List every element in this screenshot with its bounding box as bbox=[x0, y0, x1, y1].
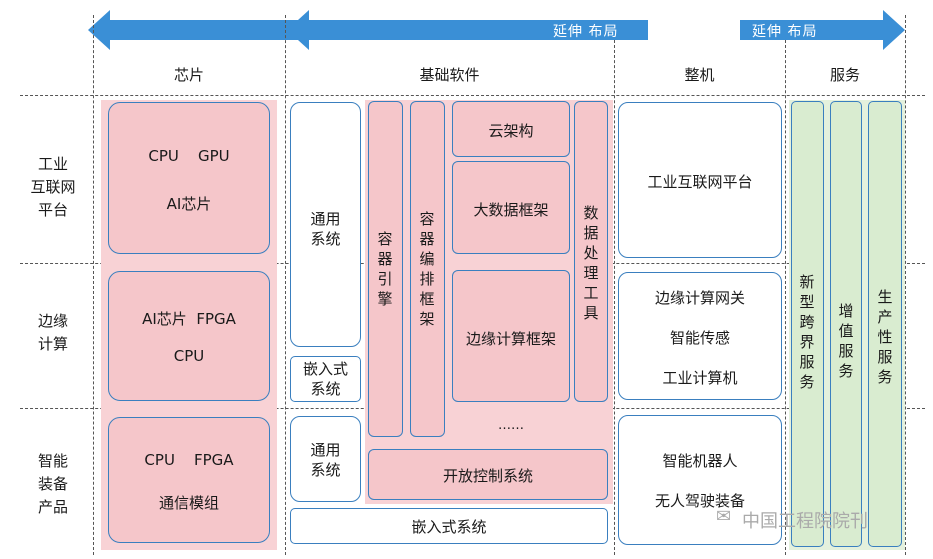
chip-industrial-line1: CPU GPU bbox=[148, 147, 230, 165]
divider bbox=[785, 40, 786, 555]
machine-edge-line2: 智能传感 bbox=[669, 329, 730, 347]
row-label-smart: 智能 装备 产品 bbox=[37, 452, 68, 516]
service-new-box bbox=[791, 101, 824, 547]
data-tools-label: 数 据 处 理 工 具 bbox=[583, 204, 599, 322]
header-machine: 整机 bbox=[684, 66, 715, 84]
machine-smart-box bbox=[618, 415, 782, 545]
machine-smart-line2: 无人驾驶装备 bbox=[654, 492, 745, 510]
header-software: 基础软件 bbox=[419, 66, 480, 84]
cloud-architecture-label: 云架构 bbox=[488, 122, 534, 140]
divider bbox=[285, 15, 286, 555]
header-service: 服务 bbox=[829, 66, 860, 84]
bigdata-framework-box bbox=[452, 161, 570, 254]
divider bbox=[20, 95, 925, 96]
machine-industrial-label: 工业互联网平台 bbox=[647, 173, 753, 191]
embedded-system-bottom-box bbox=[290, 508, 608, 544]
row-label-edge: 边缘 计算 bbox=[37, 312, 68, 353]
embedded-system-box-1 bbox=[290, 356, 361, 402]
container-engine-label: 容 器 引 擎 bbox=[377, 230, 393, 308]
left-arrow-2 bbox=[287, 10, 327, 50]
container-engine-box bbox=[368, 101, 403, 437]
container-orchestration-label: 容 器 编 排 框 架 bbox=[419, 210, 435, 328]
machine-edge-box bbox=[618, 272, 782, 400]
general-system-box-2 bbox=[290, 416, 361, 502]
chip-industrial-line2: AI芯片 bbox=[166, 195, 212, 213]
chip-industrial-box bbox=[108, 102, 270, 254]
service-productive-box bbox=[868, 101, 902, 547]
service-value-added-box bbox=[830, 101, 862, 547]
right-arrow-label: 延伸 布局 bbox=[752, 24, 818, 40]
machine-edge-line3: 工业计算机 bbox=[662, 369, 738, 387]
general-system-label-2: 通用 系统 bbox=[310, 441, 341, 479]
open-control-label: 开放控制系统 bbox=[442, 467, 533, 485]
machine-smart-line1: 智能机器人 bbox=[662, 452, 738, 470]
divider bbox=[905, 15, 906, 555]
header-chip: 芯片 bbox=[173, 66, 204, 84]
embedded-system-label-1: 嵌入式 系统 bbox=[302, 360, 348, 398]
left-arrow bbox=[88, 10, 648, 50]
bigdata-framework-label: 大数据框架 bbox=[473, 201, 549, 219]
edge-framework-label: 边缘计算框架 bbox=[465, 330, 556, 348]
chip-edge-line2: CPU bbox=[173, 347, 205, 365]
right-arrow bbox=[740, 10, 905, 50]
watermark-text: 中国工程院院刊 bbox=[742, 511, 868, 532]
open-control-box bbox=[368, 449, 608, 500]
data-tools-box bbox=[574, 101, 608, 402]
general-system-box-1 bbox=[290, 102, 361, 347]
general-system-label-1: 通用 系统 bbox=[310, 210, 341, 248]
chip-edge-line1: AI芯片 FPGA bbox=[142, 310, 236, 328]
chip-smart-line1: CPU FPGA bbox=[144, 451, 234, 469]
row-label-industrial: 工业 互联网 平台 bbox=[30, 155, 76, 219]
chip-smart-line2: 通信模组 bbox=[158, 494, 219, 512]
edge-framework-box bbox=[452, 270, 570, 402]
chip-smart-box bbox=[108, 417, 270, 543]
watermark-icon: ✉ bbox=[716, 506, 732, 527]
divider bbox=[93, 15, 94, 555]
machine-industrial-box bbox=[618, 102, 782, 258]
cloud-architecture-box bbox=[452, 101, 570, 157]
embedded-system-bottom-label: 嵌入式系统 bbox=[411, 518, 487, 536]
service-new-label: 新 型 跨 界 服 务 bbox=[799, 273, 815, 391]
container-orchestration-box bbox=[410, 101, 445, 437]
left-arrow-label: 延伸 布局 bbox=[553, 24, 619, 40]
service-value-added-label: 增 值 服 务 bbox=[838, 302, 854, 380]
machine-edge-line1: 边缘计算网关 bbox=[654, 289, 745, 307]
divider bbox=[614, 40, 615, 555]
service-productive-label: 生 产 性 服 务 bbox=[877, 288, 893, 386]
chip-edge-box bbox=[108, 271, 270, 401]
ellipsis: …… bbox=[498, 418, 524, 433]
